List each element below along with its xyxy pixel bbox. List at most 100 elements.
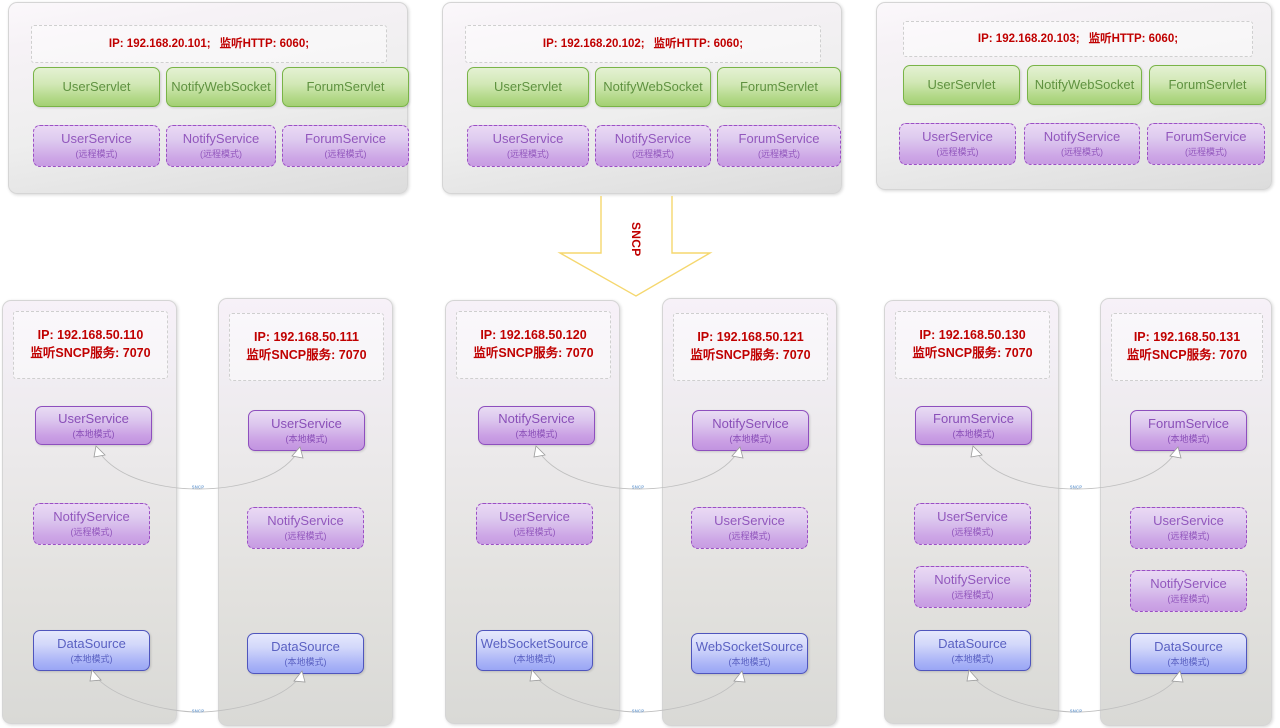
component-label: ForumServlet [306,78,385,94]
component-userservlet[interactable]: UserServlet [467,67,589,107]
component-mode: (远程模式) [200,149,242,160]
component-label: UserServlet [494,78,562,94]
web-node-panel: IP: 192.168.20.101; 监听HTTP: 6060; UserSe… [8,2,409,194]
component-datasource-local[interactable]: DataSource (本地模式) [33,630,150,671]
node-ip: IP: 192.168.50.120 [480,328,587,343]
component-forumservlet[interactable]: ForumServlet [717,67,841,107]
component-notifyservice-remote[interactable]: NotifyService (远程模式) [914,566,1031,608]
component-datasource-local[interactable]: DataSource (本地模式) [1130,633,1247,674]
sncp-link-label: SNCP [1069,484,1083,490]
node-ip: IP: 192.168.20.101; [108,37,211,50]
component-mode: (本地模式) [729,433,772,444]
node-address-box: IP: 192.168.50.131 监听SNCP服务: 7070 [1111,313,1263,381]
component-websocketsource-local[interactable]: WebSocketSource (本地模式) [691,633,808,674]
node-ip: IP: 192.168.50.110 [37,328,144,343]
component-label: NotifyService [498,410,575,426]
component-notifyservice-remote[interactable]: NotifyService (远程模式) [33,503,150,545]
component-websocketsource-local[interactable]: WebSocketSource (本地模式) [476,630,593,671]
component-userservice-remote[interactable]: UserService (远程模式) [691,507,808,549]
component-label: NotifyService [182,131,260,147]
component-notifyservice-local[interactable]: NotifyService (本地模式) [478,406,595,445]
component-forumservice-remote[interactable]: ForumService (远程模式) [1147,123,1265,165]
component-mode: (本地模式) [285,433,328,444]
component-mode: (远程模式) [1185,147,1227,158]
component-label: UserServlet [62,78,131,94]
component-mode: (远程模式) [936,147,979,158]
component-forumservice-local[interactable]: ForumService (本地模式) [1130,410,1247,451]
component-datasource-local[interactable]: DataSource (本地模式) [914,630,1031,671]
component-userservlet[interactable]: UserServlet [903,65,1020,105]
component-label: DataSource [271,638,340,654]
component-label: UserService [61,131,132,147]
service-node-panel: IP: 192.168.50.120 监听SNCP服务: 7070 Notify… [445,300,620,724]
component-label: UserService [492,131,564,147]
component-notifyservice-remote[interactable]: NotifyService (远程模式) [247,507,364,549]
service-node-panel: IP: 192.168.50.111 监听SNCP服务: 7070 UserSe… [218,298,393,726]
component-mode: (本地模式) [952,428,995,439]
node-port: 监听HTTP: 6060; [1088,32,1179,45]
component-mode: (本地模式) [72,428,115,439]
component-mode: (本地模式) [951,653,994,664]
service-node-panel: IP: 192.168.50.121 监听SNCP服务: 7070 Notify… [662,298,837,726]
component-mode: (远程模式) [728,531,771,542]
node-address-box: IP: 192.168.50.130 监听SNCP服务: 7070 [895,311,1050,379]
component-mode: (远程模式) [1061,147,1103,158]
node-address-box: IP: 192.168.50.111 监听SNCP服务: 7070 [229,313,384,381]
component-notifyservice-remote[interactable]: NotifyService (远程模式) [166,125,276,167]
component-label: NotifyService [614,131,692,147]
component-label: UserService [271,415,342,431]
component-notifyservice-remote[interactable]: NotifyService (远程模式) [1130,570,1247,612]
component-datasource-local[interactable]: DataSource (本地模式) [247,633,364,674]
sncp-link-label: SNCP [1069,708,1083,714]
sncp-link-label: SNCP [631,484,645,490]
node-address-box: IP: 192.168.50.120 监听SNCP服务: 7070 [456,311,611,379]
node-ip: IP: 192.168.50.121 [697,330,804,345]
component-notifyservice-remote[interactable]: NotifyService (远程模式) [595,125,711,167]
component-label: NotifyWebSocket [1034,76,1135,92]
component-userservice-remote[interactable]: UserService (远程模式) [1130,507,1247,549]
component-userservice-remote[interactable]: UserService (远程模式) [467,125,589,167]
component-userservice-local[interactable]: UserService (本地模式) [35,406,152,445]
node-port: 监听SNCP服务: 7070 [690,348,811,362]
component-notifywebsocket[interactable]: NotifyWebSocket [1027,65,1142,105]
component-label: NotifyService [1043,129,1121,145]
component-label: NotifyService [1150,576,1227,592]
sncp-link-label: SNCP [191,484,205,490]
component-userservice-remote[interactable]: UserService (远程模式) [33,125,160,167]
component-label: UserServlet [927,76,996,92]
component-label: NotifyWebSocket [603,78,703,94]
component-mode: (本地模式) [1167,656,1210,667]
component-userservice-remote[interactable]: UserService (远程模式) [899,123,1016,165]
component-notifyservice-remote[interactable]: NotifyService (远程模式) [1024,123,1140,165]
node-port: 监听SNCP服务: 7070 [30,346,151,360]
component-userservice-remote[interactable]: UserService (远程模式) [914,503,1031,545]
component-forumservice-remote[interactable]: ForumService (远程模式) [282,125,409,167]
component-forumservlet[interactable]: ForumServlet [282,67,409,107]
component-label: NotifyWebSocket [171,78,271,94]
component-notifywebsocket[interactable]: NotifyWebSocket [166,67,276,107]
component-userservice-local[interactable]: UserService (本地模式) [248,410,365,451]
component-label: ForumServlet [1168,76,1247,92]
component-userservice-remote[interactable]: UserService (远程模式) [476,503,593,545]
component-notifywebsocket[interactable]: NotifyWebSocket [595,67,711,107]
component-label: UserService [58,410,129,426]
component-mode: (远程模式) [1167,531,1210,542]
node-ip: IP: 192.168.50.131 [1133,330,1241,345]
component-forumservlet[interactable]: ForumServlet [1149,65,1266,105]
component-mode: (本地模式) [513,653,556,664]
component-label: ForumServlet [739,78,819,94]
component-label: ForumService [305,131,386,147]
component-mode: (远程模式) [513,527,556,538]
component-userservlet[interactable]: UserServlet [33,67,160,107]
service-node-panel: IP: 192.168.50.131 监听SNCP服务: 7070 ForumS… [1100,298,1272,726]
component-mode: (本地模式) [284,656,327,667]
node-port: 监听SNCP服务: 7070 [912,346,1033,360]
component-forumservice-local[interactable]: ForumService (本地模式) [915,406,1032,445]
node-address-box: IP: 192.168.20.102; 监听HTTP: 6060; [465,25,821,63]
component-forumservice-remote[interactable]: ForumService (远程模式) [717,125,841,167]
node-port: 监听SNCP服务: 7070 [246,348,367,362]
component-label: UserService [499,509,570,525]
component-notifyservice-local[interactable]: NotifyService (本地模式) [692,410,809,451]
component-label: UserService [922,129,993,145]
component-mode: (远程模式) [75,149,118,160]
